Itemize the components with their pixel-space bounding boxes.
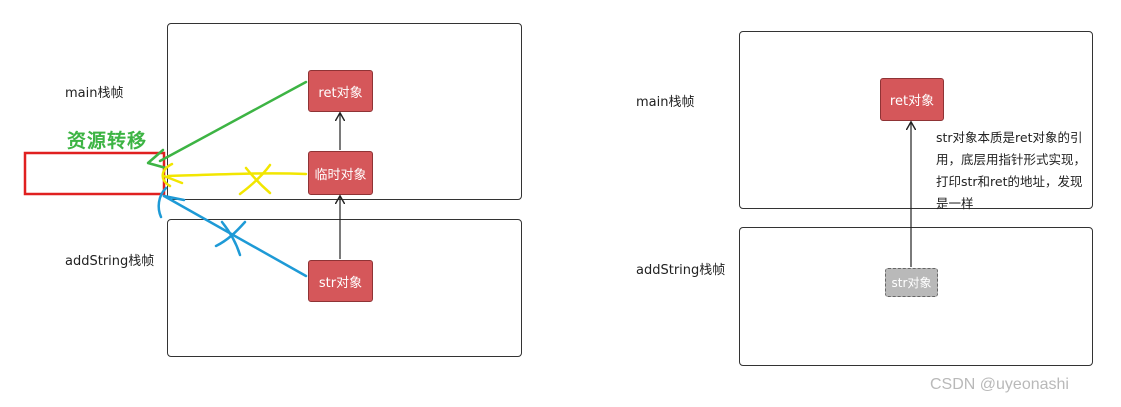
watermark: CSDN @uyeonashi (930, 376, 1069, 393)
note-line: str对象本质是ret对象的引 (936, 130, 1083, 145)
yellow-arrowhead (161, 162, 184, 188)
green-transfer-arrow (158, 80, 308, 163)
resource-transfer-label: 资源转移 (67, 130, 148, 152)
left-addstring-stack-label: addString栈帧 (65, 254, 155, 269)
left-str-object-box: str对象 (308, 260, 373, 302)
blue-arrow (162, 194, 308, 278)
left-temp-object-box: 临时对象 (308, 151, 373, 195)
note-line: 用，底层用指针形式实现， (936, 152, 1087, 167)
red-target-rect (23, 151, 166, 196)
right-addstring-stack-label: addString栈帧 (636, 263, 726, 278)
note-line: 打印str和ret的地址，发现 (936, 174, 1083, 189)
right-main-stack-label: main栈帧 (636, 95, 695, 110)
note-line: 是一样 (936, 196, 974, 211)
blue-cross-mark (214, 220, 247, 257)
left-ret-object-box: ret对象 (308, 70, 373, 112)
right-str-object-box: str对象 (885, 268, 938, 297)
yellow-cross-mark (238, 163, 272, 196)
left-main-stack-label: main栈帧 (65, 86, 124, 101)
reference-explanation-note: str对象本质是ret对象的引 用，底层用指针形式实现， 打印str和ret的地… (936, 127, 1106, 215)
yellow-arrow (166, 172, 308, 178)
blue-arrowhead (157, 186, 186, 219)
green-arrowhead (146, 148, 168, 170)
right-ret-object-box: ret对象 (880, 78, 944, 121)
